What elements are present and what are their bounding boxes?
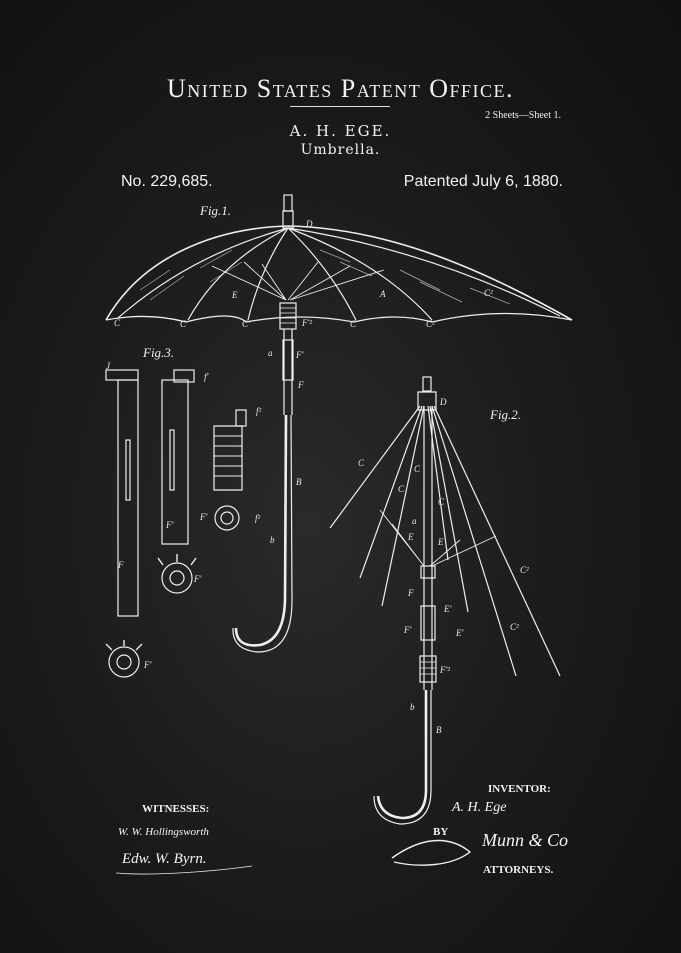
inventor-label: INVENTOR:: [488, 783, 551, 795]
fig2-label: Fig.2.: [490, 407, 522, 422]
svg-text:F': F': [193, 574, 202, 584]
svg-text:f': f': [204, 372, 210, 382]
svg-text:C²: C²: [520, 565, 529, 575]
patent-number: No. 229,685.: [121, 173, 213, 190]
svg-text:C': C': [242, 319, 251, 329]
witness-1-signature: W. W. Hollingsworth: [118, 826, 209, 838]
svg-text:C²: C²: [484, 288, 493, 298]
svg-text:F'²: F'²: [439, 665, 450, 675]
svg-text:C: C: [414, 464, 421, 474]
witnesses-label: WITNESSES:: [142, 803, 210, 815]
svg-text:f²: f²: [256, 406, 262, 416]
svg-text:E': E': [455, 628, 464, 638]
svg-text:C²: C²: [510, 622, 519, 632]
svg-text:b: b: [410, 702, 415, 712]
svg-text:a: a: [268, 348, 273, 358]
svg-text:C: C: [398, 484, 405, 494]
inventor-name: A. H. EGE.: [289, 122, 392, 140]
svg-text:D: D: [439, 397, 447, 407]
svg-text:F: F: [297, 380, 304, 390]
svg-text:A: A: [379, 289, 386, 299]
fig1-umbrella: [105, 194, 573, 653]
patent-date: Patented July 6, 1880.: [403, 173, 563, 190]
title-rule: [290, 106, 390, 107]
office-title: United States Patent Office.: [166, 74, 515, 103]
svg-text:B: B: [436, 725, 442, 735]
svg-text:F'²: F'²: [301, 318, 312, 328]
fig3-label: Fig.3.: [143, 345, 175, 360]
attorney-signature: Munn & Co: [482, 830, 569, 850]
fig2-umbrella: [329, 376, 561, 825]
inventor-signature: A. H. Ege: [452, 800, 507, 815]
by-label: BY: [433, 826, 449, 838]
svg-text:F': F': [403, 625, 412, 635]
svg-text:E: E: [437, 537, 444, 547]
svg-text:C: C: [350, 319, 357, 329]
svg-text:C: C: [438, 497, 445, 507]
svg-text:C: C: [358, 458, 365, 468]
svg-text:B: B: [296, 477, 302, 487]
svg-text:F': F': [165, 520, 174, 530]
svg-text:C²: C²: [426, 319, 435, 329]
svg-text:F: F: [407, 588, 414, 598]
sheet-count: 2 Sheets—Sheet 1.: [485, 110, 561, 121]
svg-text:E': E': [443, 604, 452, 614]
svg-text:b: b: [270, 535, 275, 545]
svg-text:J: J: [106, 361, 111, 371]
svg-text:F: F: [117, 560, 124, 570]
fig3-details: [105, 369, 247, 678]
svg-text:E: E: [407, 532, 414, 542]
svg-text:a: a: [412, 516, 417, 526]
attorneys-label: ATTORNEYS.: [483, 864, 554, 876]
svg-text:E: E: [231, 290, 238, 300]
svg-text:C: C: [180, 319, 187, 329]
svg-text:F': F': [143, 660, 152, 670]
svg-text:D: D: [305, 219, 313, 229]
invention-title: Umbrella.: [300, 142, 381, 158]
fig1-label: Fig.1.: [200, 203, 232, 218]
svg-text:f²: f²: [255, 513, 261, 523]
svg-text:F': F': [199, 512, 208, 522]
svg-text:F': F': [295, 350, 304, 360]
witness-2-signature: Edw. W. Byrn.: [122, 851, 207, 867]
svg-text:C: C: [114, 318, 121, 328]
